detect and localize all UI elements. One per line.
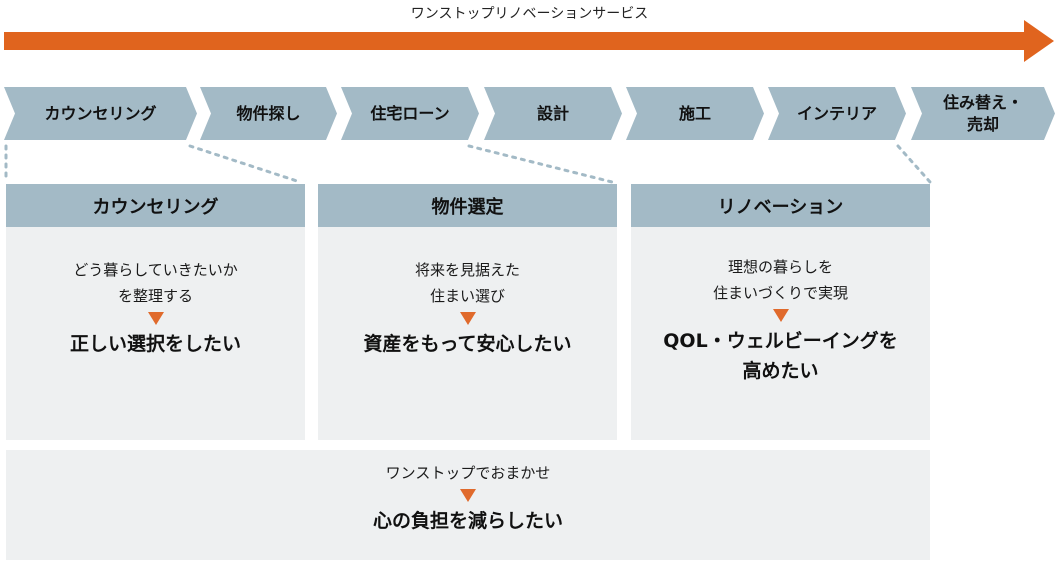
card-result-line: QOL・ウェルビーイングを xyxy=(663,330,898,352)
step-housing-loan: 住宅ローン xyxy=(341,87,479,140)
step-label-line: 売却 xyxy=(966,114,999,134)
service-title: ワンストップリノベーションサービス xyxy=(410,6,649,22)
process-arrow xyxy=(4,20,1054,62)
one-stop-summary: ワンストップでおまかせ 心の負担を減らしたい xyxy=(6,450,930,560)
connector-line xyxy=(467,144,614,184)
step-label: カウンセリング xyxy=(44,103,157,123)
card-result-line: 正しい選択をしたい xyxy=(69,333,241,355)
step-label: 設計 xyxy=(536,103,569,123)
card-title: 物件選定 xyxy=(318,184,617,227)
down-triangle-icon xyxy=(459,312,476,325)
step-label: インテリア xyxy=(796,103,877,123)
step-counseling: カウンセリング xyxy=(4,87,197,140)
step-label: 住宅ローン xyxy=(370,103,450,123)
summary-result: 心の負担を減らしたい xyxy=(372,510,563,532)
card-desc-line: 理想の暮らしを xyxy=(727,258,833,276)
card-desc-line: を整理する xyxy=(117,287,193,305)
card-desc-line: 将来を見据えた xyxy=(414,261,520,279)
card-counseling: カウンセリング どう暮らしていきたいか を整理する 正しい選択をしたい xyxy=(6,184,305,440)
card-title: リノベーション xyxy=(631,184,930,227)
down-triangle-icon xyxy=(147,312,164,325)
step-label-line: 住み替え・ xyxy=(942,92,1023,112)
step-label: 物件探し xyxy=(236,103,301,123)
card-title: カウンセリング xyxy=(6,184,305,227)
card-desc-line: 住まいづくりで実現 xyxy=(712,284,848,302)
down-triangle-icon xyxy=(460,489,476,502)
card-result-line: 資産をもって安心したい xyxy=(363,333,572,355)
step-label: 施工 xyxy=(678,103,711,123)
step-design: 設計 xyxy=(484,87,622,140)
summary-desc: ワンストップでおまかせ xyxy=(385,464,551,482)
card-result-line: 高めたい xyxy=(742,360,819,382)
down-triangle-icon xyxy=(772,309,789,322)
step-interior: インテリア xyxy=(768,87,906,140)
card-property-selection: 物件選定 将来を見据えた 住まい選び 資産をもって安心したい xyxy=(318,184,617,440)
step-relocation-sale: 住み替え・ 売却 xyxy=(911,87,1055,140)
card-desc-line: どう暮らしていきたいか xyxy=(73,261,238,279)
step-construction: 施工 xyxy=(626,87,764,140)
connector-line xyxy=(188,144,302,184)
card-desc-line: 住まい選び xyxy=(429,287,505,305)
step-property-search: 物件探し xyxy=(200,87,337,140)
card-renovation: リノベーション 理想の暮らしを 住まいづくりで実現 QOL・ウェルビーイングを … xyxy=(631,184,930,440)
connector-line xyxy=(896,144,932,184)
